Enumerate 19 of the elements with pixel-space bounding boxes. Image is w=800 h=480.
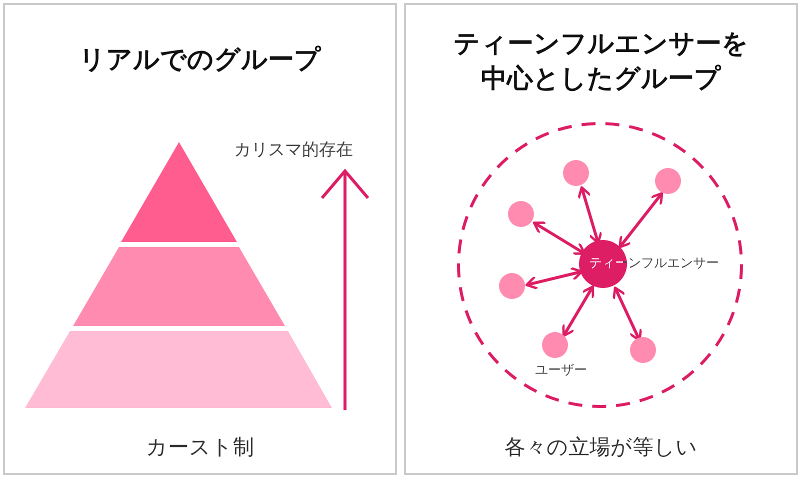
double-arrow <box>612 286 642 342</box>
user-circle <box>542 332 568 358</box>
user-circle <box>499 273 525 299</box>
user-circle <box>508 201 534 227</box>
panel-caption: 各々の立場が等しい <box>504 434 698 461</box>
node-label: ユーザー <box>535 362 587 379</box>
user-circle <box>655 168 681 194</box>
panel-card <box>404 3 798 475</box>
double-arrow <box>618 192 664 248</box>
user-circle <box>563 160 589 186</box>
axis-label: カリスマ的存在 <box>234 139 353 161</box>
panel-title: ティーンフルエンサーを中心としたグループ <box>452 28 750 96</box>
panel-title: リアルでのグループ <box>79 44 321 77</box>
panel-card <box>3 3 397 475</box>
double-arrow <box>562 285 594 338</box>
panel-caption: カースト制 <box>146 434 254 461</box>
double-arrow <box>532 221 586 255</box>
double-arrow <box>525 266 583 290</box>
user-circle <box>630 337 656 363</box>
